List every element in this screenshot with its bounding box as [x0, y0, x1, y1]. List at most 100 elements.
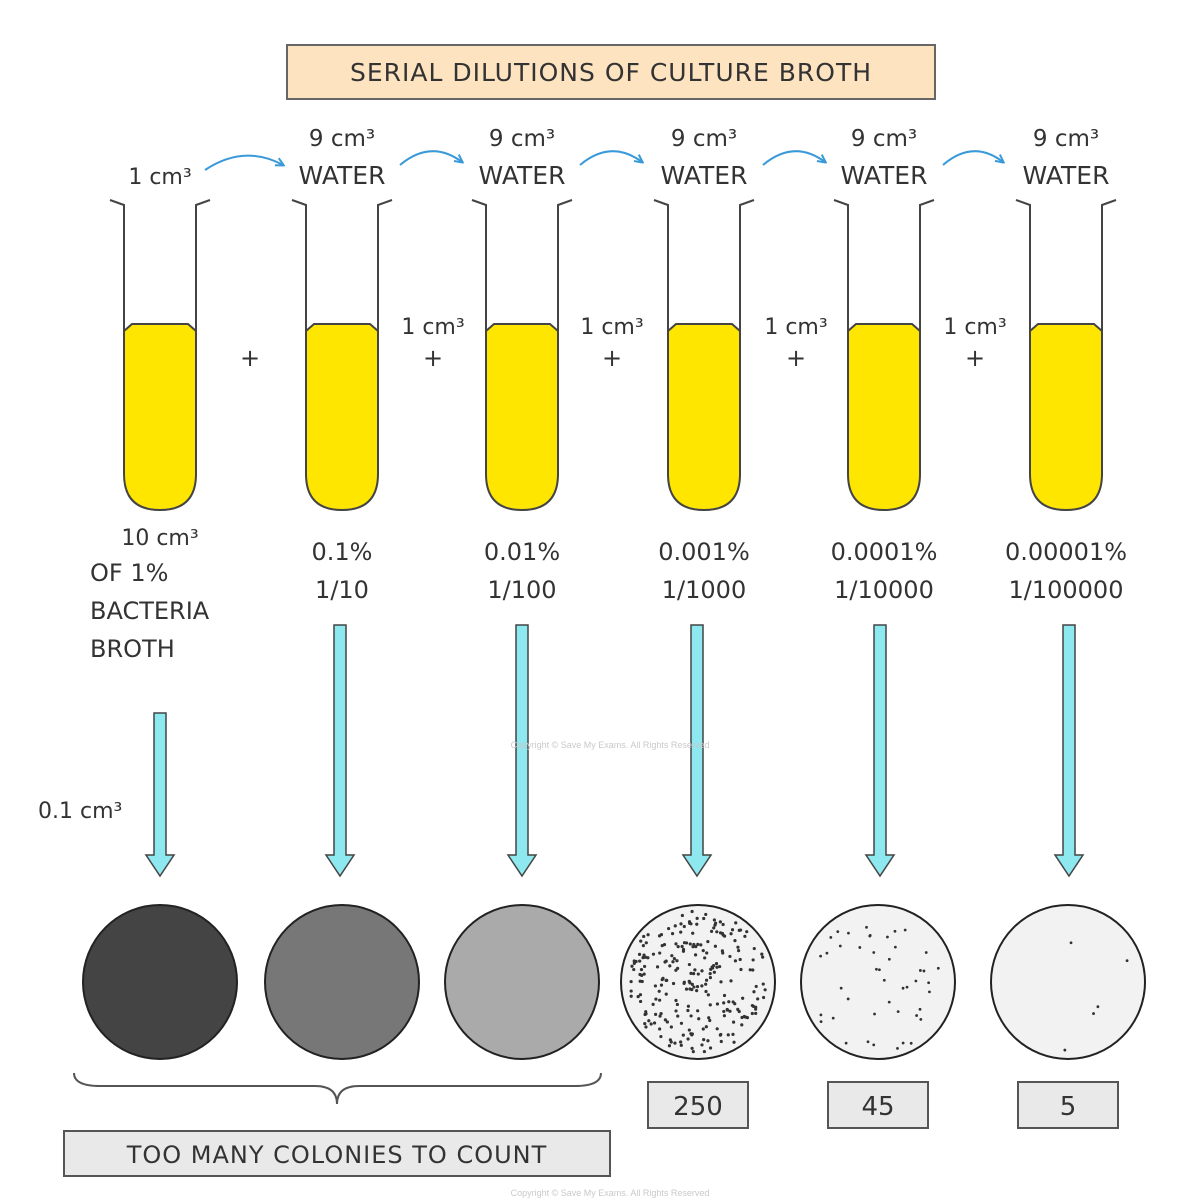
colony-dot: [660, 944, 664, 948]
colony-dot: [684, 941, 689, 945]
colony-dot: [927, 981, 931, 985]
colony-dot: [675, 1002, 679, 1007]
colony-dot: [901, 986, 905, 990]
colony-dot: [659, 1034, 663, 1039]
tube-outline: [123, 205, 197, 512]
colony-dot: [638, 993, 643, 997]
colony-dot: [664, 978, 668, 982]
colony-dot: [734, 921, 738, 925]
down-arrow-icon: [681, 624, 713, 878]
plus-sign: +: [423, 344, 443, 372]
colony-dot: [670, 932, 675, 936]
colony-dot: [752, 990, 756, 994]
colony-dot: [699, 943, 703, 947]
colony-dot: [644, 1010, 648, 1014]
petri-dish-icon: [264, 904, 420, 1060]
curved-arrow-icon: [942, 150, 1003, 166]
transfer-volume-label: 1 cm³: [943, 315, 1006, 340]
tube-lip-right: [557, 199, 573, 215]
colony-dot: [674, 998, 678, 1003]
title-box: SERIAL DILUTIONS OF CULTURE BROTH: [286, 44, 936, 100]
colony-dot: [688, 921, 692, 925]
colony-dot: [673, 924, 677, 928]
colony-dot: [731, 1032, 735, 1036]
colony-dot: [639, 999, 643, 1004]
colony-dot: [632, 959, 636, 963]
colony-dot: [872, 1043, 876, 1047]
colony-dot: [733, 959, 738, 963]
colony-dot: [868, 934, 872, 938]
colony-dot: [903, 928, 907, 932]
plus-sign: +: [786, 344, 806, 372]
colony-dot: [675, 959, 679, 963]
colony-dot: [659, 933, 664, 937]
petri-dish-icon: [82, 904, 238, 1060]
colony-dot: [739, 967, 743, 972]
tube-lip-left: [653, 199, 669, 215]
colony-dot: [909, 1041, 913, 1045]
curved-arrows: [204, 150, 1003, 171]
colony-dot: [704, 912, 708, 917]
colony-dot: [750, 1003, 754, 1008]
colony-dot: [658, 951, 662, 955]
colony-dot: [712, 970, 716, 974]
water-label: WATER: [841, 161, 928, 190]
colony-dot: [680, 913, 684, 918]
colony-dot: [718, 1033, 722, 1037]
agar-plates: [82, 904, 1146, 1060]
colony-dot: [924, 951, 928, 954]
colony-dot: [866, 1040, 870, 1044]
colony-dot: [676, 1014, 680, 1018]
colony-dot: [646, 956, 650, 960]
colony-dot: [819, 954, 823, 958]
colony-dot: [655, 965, 660, 969]
colony-dot: [692, 971, 696, 976]
count-box-frame: [1017, 1081, 1119, 1129]
grouping-brace: [73, 1072, 602, 1105]
colony-dot: [689, 971, 693, 975]
tube-outline: [305, 205, 379, 512]
colony-dot: [858, 946, 862, 949]
source-volume-label: 10 cm³: [121, 526, 198, 551]
colony-dot: [679, 922, 683, 926]
colony-dot: [718, 931, 723, 935]
colony-dot: [680, 944, 684, 949]
colony-dot: [918, 1007, 922, 1011]
colony-dot: [708, 972, 712, 976]
colony-dot: [690, 1032, 694, 1036]
test-tube-icon: [471, 199, 573, 512]
broth-liquid: [848, 324, 920, 510]
colony-dot: [732, 1040, 736, 1044]
colony-dot: [761, 995, 766, 1000]
colony-dot: [644, 1025, 648, 1029]
water-volume-label: 9 cm³: [671, 126, 737, 152]
colony-dot: [728, 954, 732, 959]
colony-dot: [718, 964, 722, 969]
colony-dot: [722, 1001, 726, 1005]
colony-dot: [914, 979, 918, 983]
colony-dot: [690, 982, 694, 986]
colony-dot: [712, 918, 717, 922]
colony-dot: [736, 1007, 740, 1012]
colony-dot: [708, 1018, 712, 1023]
colony-dot: [752, 946, 756, 951]
colony-dot: [846, 997, 850, 1001]
curved-arrow-icon: [762, 150, 825, 166]
colony-dot: [696, 972, 700, 976]
colony-dot: [681, 1033, 685, 1037]
colony-dot: [708, 1046, 713, 1050]
colony-dot: [715, 1027, 719, 1031]
colony-dot: [838, 944, 842, 948]
tube-lip-right: [377, 199, 393, 215]
colony-dot: [687, 979, 691, 984]
test-tube-icon: [1015, 199, 1117, 512]
colony-dot: [865, 925, 868, 929]
colony-dot: [649, 1022, 653, 1026]
colony-dot: [687, 1028, 691, 1032]
petri-dish-icon: [444, 904, 600, 1060]
colony-dot: [654, 997, 658, 1001]
colony-dot: [761, 955, 765, 959]
colony-dot: [644, 941, 648, 945]
colony-count-box: 5: [1017, 1081, 1119, 1129]
